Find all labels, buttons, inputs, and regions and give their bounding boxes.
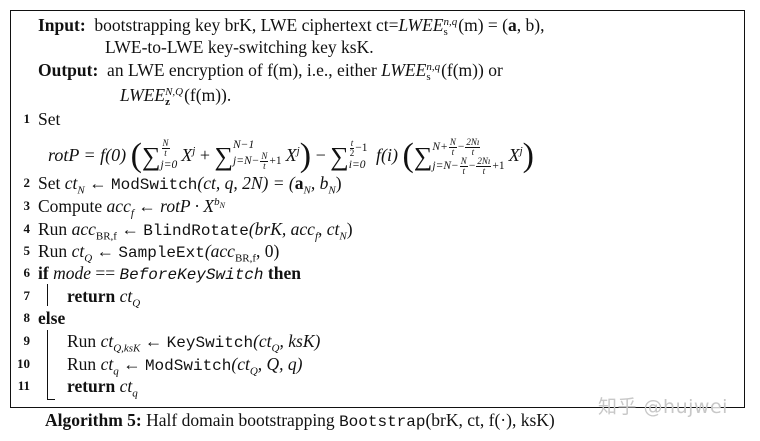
- line-number: 1: [23, 111, 31, 126]
- step-4: Run accBR,f ← BlindRotate(brK, accf, ctN…: [38, 219, 353, 243]
- block-bar-end: [47, 399, 55, 400]
- line-number: 2: [23, 175, 31, 190]
- step-8: else: [38, 308, 66, 328]
- func-modswitch: ModSwitch: [144, 357, 232, 375]
- step-7: return ctQ: [67, 286, 141, 310]
- line-number: 8: [23, 310, 31, 325]
- output-line: Output: an LWE encryption of f(m), i.e.,…: [38, 60, 503, 83]
- algorithm-box: [10, 10, 745, 408]
- watermark: 知乎 @hujwei: [598, 396, 728, 418]
- step-11: return ctq: [67, 376, 138, 400]
- line-number: 3: [23, 198, 31, 213]
- step-3: Compute accf ← rotP · XbN: [38, 196, 225, 220]
- line-number: 6: [23, 265, 31, 280]
- caption-func: Bootstrap: [339, 413, 426, 431]
- func-keyswitch: KeySwitch: [166, 334, 254, 352]
- step-2: Set ctN ← ModSwitch(ct, q, 2N) = (aN, bN…: [38, 173, 342, 197]
- line-number: 7: [23, 288, 31, 303]
- func-modswitch: ModSwitch: [110, 176, 198, 194]
- caption-label: Algorithm 5:: [45, 410, 142, 430]
- input-line-2: LWE-to-LWE key-switching key ksK.: [105, 37, 374, 57]
- func-sampleext: SampleExt: [118, 244, 205, 262]
- line-number: 11: [17, 378, 30, 393]
- block-bar: [47, 330, 48, 399]
- input-label: Input:: [38, 15, 86, 35]
- step-10: Run ctq ← ModSwitch(ctQ, Q, q): [67, 354, 303, 378]
- line-number: 4: [23, 221, 31, 236]
- step-9: Run ctQ,ksK ← KeySwitch(ctQ, ksK): [67, 331, 321, 355]
- output-label: Output:: [38, 60, 99, 80]
- step-6: if mode == BeforeKeySwitch then: [38, 263, 301, 284]
- algorithm-caption: Algorithm 5: Half domain bootstrapping B…: [45, 410, 555, 431]
- line-number: 10: [17, 356, 30, 371]
- line-number: 5: [23, 243, 31, 258]
- func-blindrotate: BlindRotate: [143, 222, 249, 240]
- block-bar: [47, 284, 48, 306]
- step-5: Run ctQ ← SampleExt(accBR,f, 0): [38, 241, 280, 265]
- line-number: 9: [23, 333, 31, 348]
- step-1: Set: [38, 109, 61, 129]
- input-line: Input: bootstrapping key brK, LWE cipher…: [38, 15, 545, 38]
